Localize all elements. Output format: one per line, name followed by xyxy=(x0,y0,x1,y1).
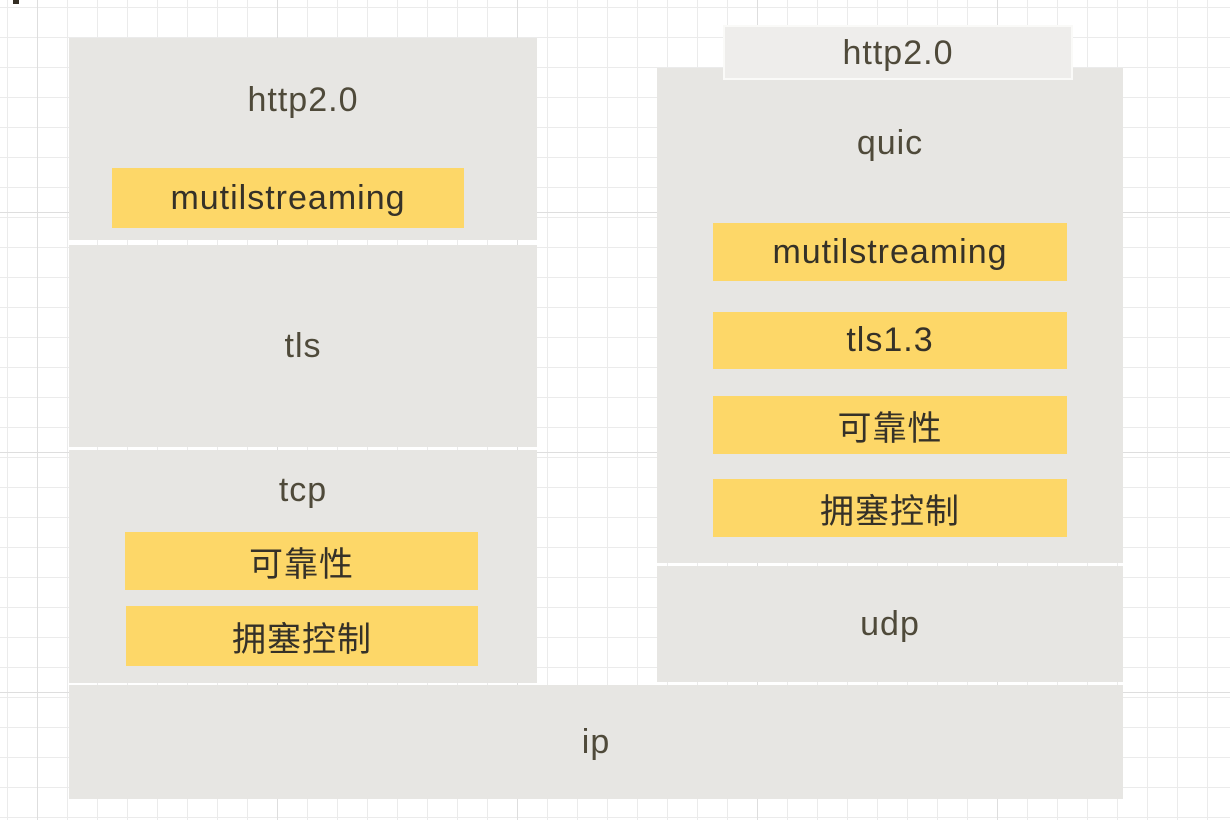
chip-mutilstreaming-left[interactable]: mutilstreaming xyxy=(112,168,464,228)
chip-congestion-tcp-label: 拥塞控制 xyxy=(232,620,372,659)
chip-reliability-tcp-label: 可靠性 xyxy=(249,545,354,584)
chip-mutilstreaming-quic-label: mutilstreaming xyxy=(772,232,1008,271)
chip-congestion-tcp[interactable]: 拥塞控制 xyxy=(126,606,478,666)
node-tls[interactable]: tls xyxy=(69,245,537,447)
node-tcp-label: tcp xyxy=(278,471,328,509)
node-ip[interactable]: ip xyxy=(69,685,1123,799)
chip-congestion-quic-label: 拥塞控制 xyxy=(820,492,960,531)
chip-congestion-quic[interactable]: 拥塞控制 xyxy=(713,479,1067,537)
chip-mutilstreaming-quic[interactable]: mutilstreaming xyxy=(713,223,1067,281)
chip-reliability-quic-label: 可靠性 xyxy=(837,409,943,448)
node-quic[interactable]: quic mutilstreaming tls1.3 可靠性 拥塞控制 xyxy=(657,68,1123,563)
chip-tls13-quic[interactable]: tls1.3 xyxy=(713,312,1067,369)
stray-mark xyxy=(13,0,19,4)
chip-tls13-quic-label: tls1.3 xyxy=(846,321,934,359)
chip-reliability-tcp[interactable]: 可靠性 xyxy=(125,532,478,590)
node-tls-label: tls xyxy=(284,327,322,365)
node-udp[interactable]: udp xyxy=(657,566,1123,682)
node-http2-right[interactable]: http2.0 xyxy=(723,25,1073,80)
node-http2-left[interactable]: http2.0 mutilstreaming xyxy=(69,38,537,240)
node-ip-label: ip xyxy=(581,723,611,761)
chip-reliability-quic[interactable]: 可靠性 xyxy=(713,396,1067,454)
node-tcp[interactable]: tcp 可靠性 拥塞控制 xyxy=(69,450,537,683)
node-http2-right-label: http2.0 xyxy=(842,34,954,72)
node-http2-left-label: http2.0 xyxy=(247,81,359,119)
chip-mutilstreaming-left-label: mutilstreaming xyxy=(170,178,406,217)
node-quic-label: quic xyxy=(856,124,924,162)
node-udp-label: udp xyxy=(860,605,920,643)
